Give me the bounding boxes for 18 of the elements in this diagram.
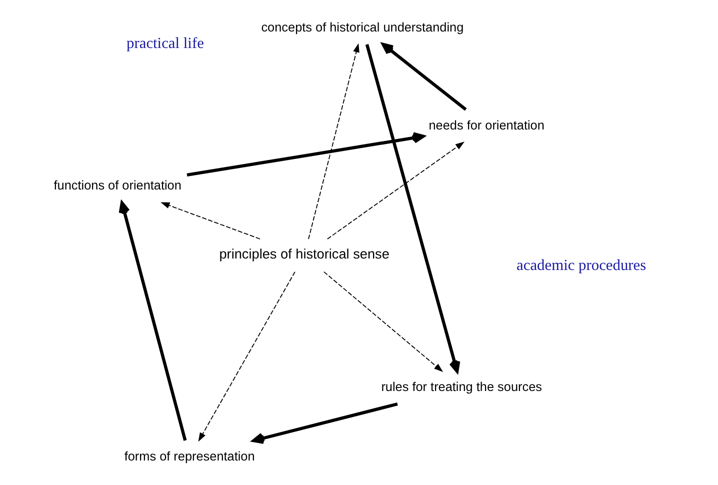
arrow	[118, 201, 187, 441]
arrow	[160, 202, 261, 240]
arrow	[382, 42, 467, 111]
node-text: concepts of historical understanding	[261, 20, 464, 34]
node-text: needs for orientation	[428, 118, 544, 132]
node-text: rules for treating the sources	[381, 380, 542, 394]
arrow	[198, 271, 296, 442]
node-text: principles of historical sense	[219, 246, 390, 262]
label: academic procedures	[516, 257, 646, 274]
arrow	[308, 43, 360, 240]
arrow	[326, 142, 465, 240]
arrow	[252, 402, 398, 444]
node-text: functions of orientation	[54, 178, 182, 193]
node-text: forms of representation	[124, 449, 255, 464]
arrow	[186, 132, 425, 177]
label: practical life	[126, 34, 204, 52]
arrow	[323, 271, 444, 372]
arrow	[365, 44, 460, 373]
